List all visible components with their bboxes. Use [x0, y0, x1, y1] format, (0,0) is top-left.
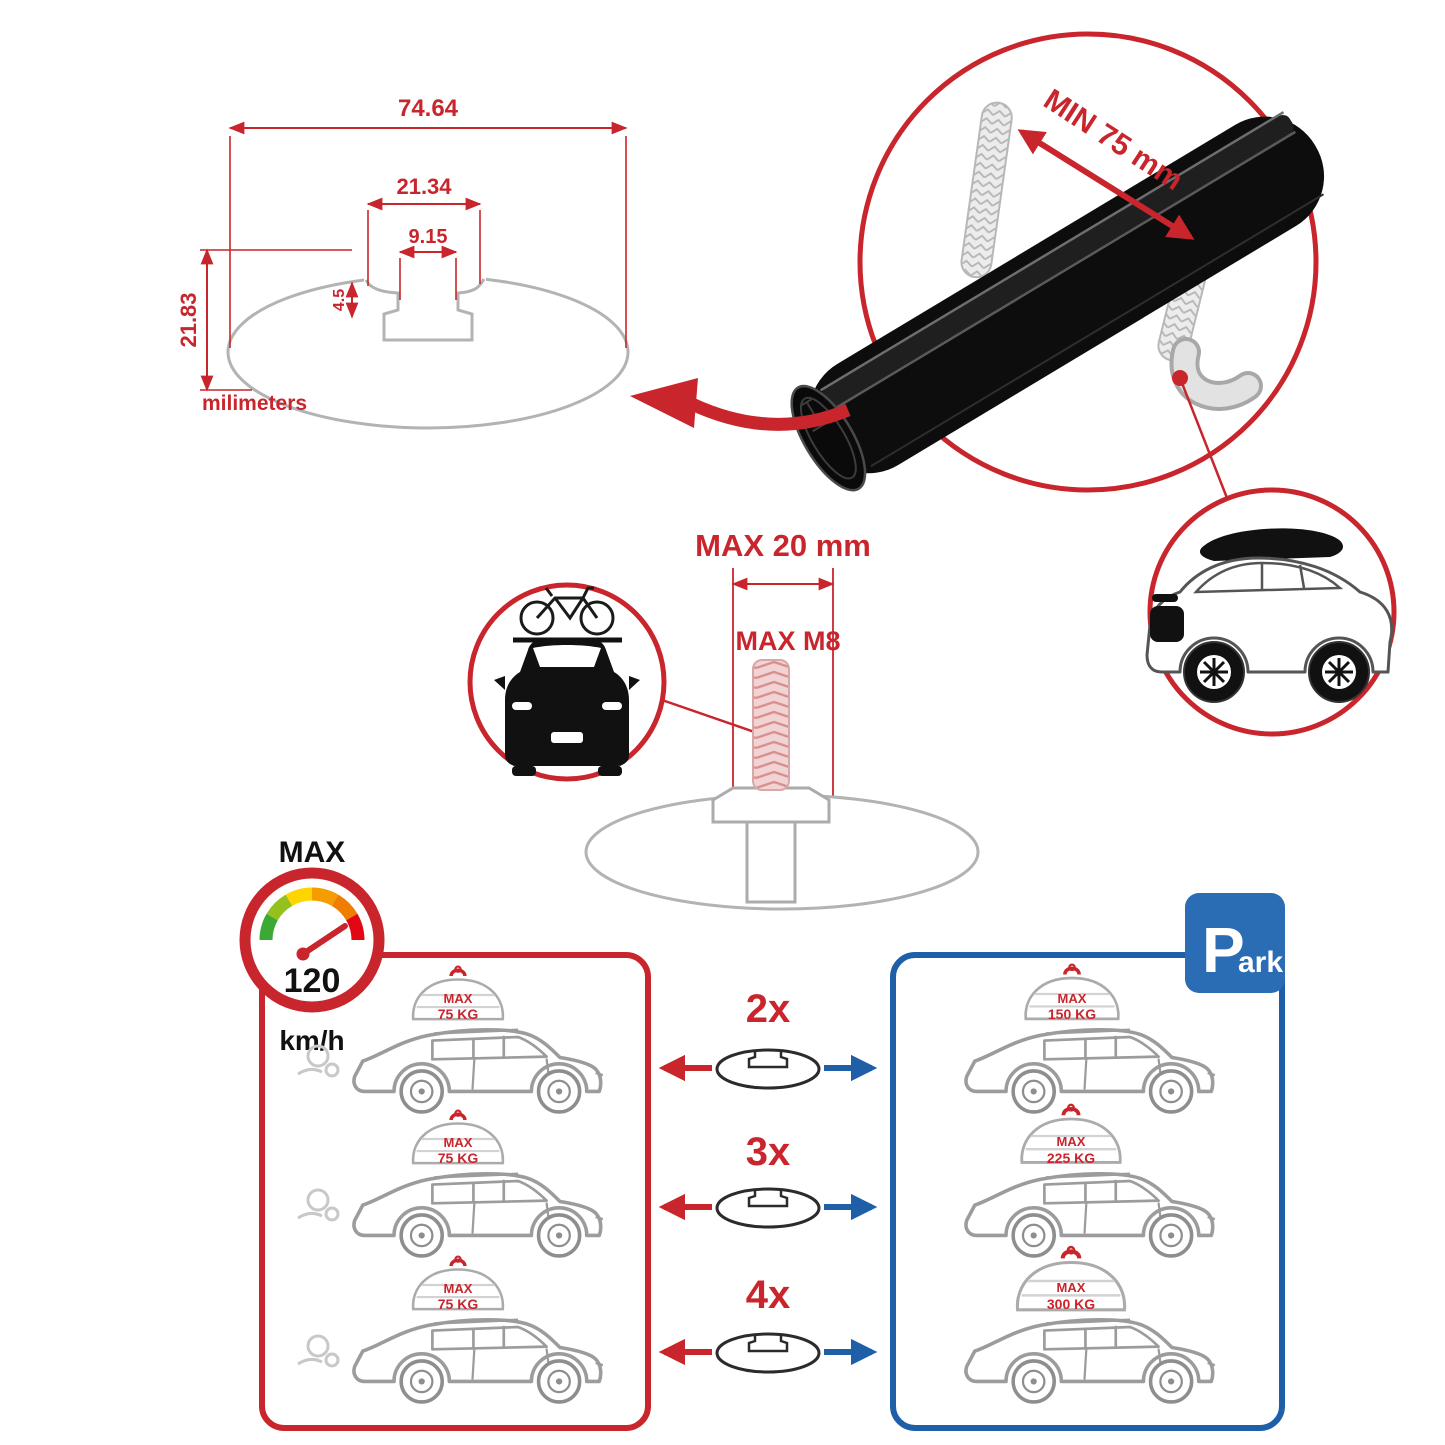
- dim-width-slot: 9.15: [409, 226, 448, 248]
- suv-headlight: [1152, 594, 1178, 602]
- speed-max-label: MAX: [279, 836, 346, 869]
- cargo-label-top: MAX: [444, 1281, 473, 1296]
- gauge-arcs: [259, 887, 365, 941]
- crossbar-detail: MIN 75 mm: [630, 31, 1325, 499]
- speed-units: km/h: [279, 1025, 344, 1056]
- cargo-label-bottom: 300 KG: [1047, 1296, 1095, 1312]
- cargo-label-top: MAX: [1058, 991, 1087, 1006]
- bar-profile-icon: [715, 1187, 821, 1229]
- moving-car-row-3: MAX 75 KG: [296, 1254, 605, 1404]
- bolt-leader-line: [661, 698, 764, 737]
- cross-section-diagram: 74.64 21.34 9.15 4.5 21.83 milimeters: [176, 95, 630, 430]
- profile-slot-mask: [364, 262, 486, 304]
- bar-profile-icon: [715, 1048, 821, 1090]
- multiplier-2x: 2x: [746, 987, 791, 1031]
- multiplier-column: 2x 3x 4x: [658, 987, 878, 1374]
- cargo-label-top: MAX: [1057, 1134, 1086, 1149]
- dim-height: 21.83: [176, 292, 201, 347]
- park-letter: P: [1202, 914, 1245, 986]
- park-sign: P ark: [1185, 893, 1285, 993]
- bolt-thread: [752, 659, 790, 791]
- load-section: MAX 120 km/h P ark MAX: [239, 836, 1285, 1431]
- parked-car-row-2: MAX 225 KG: [964, 1105, 1217, 1258]
- multiplier-3x: 3x: [746, 1130, 791, 1174]
- parked-car-row-1: MAX 150 KG: [964, 962, 1217, 1114]
- cargo-label-bottom: 75 KG: [438, 1296, 479, 1312]
- car-front-icon: [494, 638, 640, 776]
- bolt-dimension-lines: [731, 568, 835, 798]
- cargo-label-top: MAX: [444, 1135, 473, 1150]
- moving-car-row-2: MAX 75 KG: [296, 1108, 605, 1258]
- bike-car-circle: [467, 582, 770, 782]
- t-nut-head: [711, 786, 831, 824]
- speed-value: 120: [284, 962, 341, 1000]
- suv-grille: [1150, 606, 1184, 642]
- t-nut-shaft: [745, 820, 797, 904]
- cargo-label-top: MAX: [444, 991, 473, 1006]
- suv-wheels: [1183, 641, 1370, 703]
- bolt-max-length-label: MAX 20 mm: [695, 528, 871, 563]
- dim-step: 4.5: [331, 289, 348, 311]
- units-label: milimeters: [202, 392, 307, 415]
- cargo-label-bottom: 75 KG: [438, 1150, 479, 1166]
- dim-width-opening: 21.34: [396, 174, 452, 199]
- multiplier-4x: 4x: [746, 1273, 791, 1317]
- cargo-label-bottom: 225 KG: [1047, 1150, 1095, 1166]
- suv-roofbox-circle: [1145, 487, 1397, 737]
- pointer-arrow-tail: [689, 398, 851, 431]
- bolt-diagram: MAX 20 mm MAX M8: [467, 528, 980, 911]
- bar-profile-icon: [715, 1332, 821, 1374]
- moving-car-row-1: MAX 75 KG: [296, 964, 605, 1114]
- gauge-needle: [300, 923, 348, 957]
- bar-end-cap: [790, 384, 867, 492]
- cargo-label-bottom: 75 KG: [438, 1006, 479, 1022]
- min-clearance-arrow: [1017, 129, 1195, 240]
- leader-line: [1178, 377, 1229, 499]
- dim-width-outer: 74.64: [398, 95, 459, 122]
- pointer-arrow-head: [630, 378, 698, 428]
- speed-limit-gauge: MAX 120 km/h: [239, 836, 385, 1056]
- park-rest: ark: [1238, 946, 1283, 979]
- cargo-label-bottom: 150 KG: [1048, 1006, 1096, 1022]
- cargo-label-top: MAX: [1057, 1280, 1086, 1295]
- parked-car-row-3: MAX 300 KG: [964, 1247, 1217, 1404]
- clamp-rod-upper: [960, 101, 1013, 279]
- bike-icon: [519, 586, 615, 636]
- bolt-max-thread-label: MAX M8: [735, 626, 840, 656]
- roof-box: [1199, 528, 1344, 561]
- profile-t-slot: [364, 278, 486, 342]
- dimension-lines: [200, 121, 628, 392]
